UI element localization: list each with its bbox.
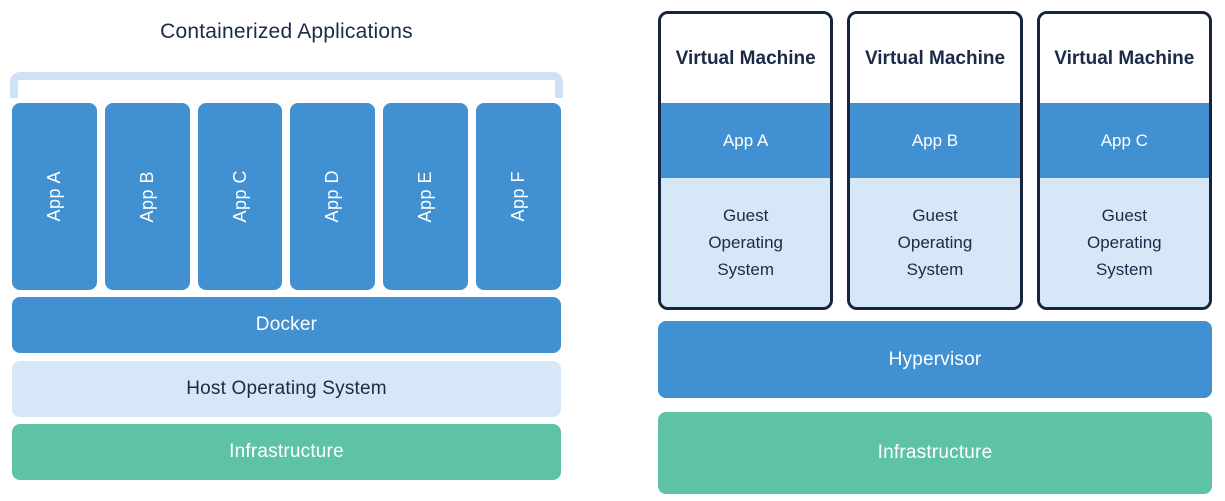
container-app-c-label: App C bbox=[229, 170, 250, 223]
hypervisor-layer: Hypervisor bbox=[658, 321, 1212, 398]
vm-3-guest-os-section: Guest Operating System bbox=[1039, 178, 1209, 307]
container-app-c: App C bbox=[197, 103, 283, 290]
containers-title: Containerized Applications bbox=[160, 20, 413, 43]
container-app-f-label: App F bbox=[508, 171, 529, 222]
vm-1-guest-os-section: Guest Operating System bbox=[661, 178, 831, 307]
container-app-e-label: App E bbox=[415, 170, 436, 223]
vm-2-title: Virtual Machine bbox=[850, 14, 1020, 103]
container-app-d: App D bbox=[290, 103, 376, 290]
container-app-d-label: App D bbox=[322, 170, 343, 223]
containers-diagram: Containerized Applications App A App B A… bbox=[10, 0, 563, 501]
vm-3-app-section: App C bbox=[1039, 103, 1209, 178]
container-app-a: App A bbox=[12, 103, 97, 290]
vm-box-3: Virtual Machine App C Guest Operating Sy… bbox=[1036, 11, 1212, 310]
container-app-row: App A App B App C App D App E App F bbox=[12, 103, 561, 290]
container-group-bracket bbox=[10, 72, 563, 98]
container-app-f: App F bbox=[476, 103, 561, 290]
vm-box-2: Virtual Machine App B Guest Operating Sy… bbox=[847, 11, 1023, 310]
container-app-a-label: App A bbox=[43, 171, 64, 222]
vms-diagram: Virtual Machine App A Guest Operating Sy… bbox=[658, 0, 1212, 501]
vm-2-guest-os-section: Guest Operating System bbox=[850, 178, 1020, 307]
vm-2-app-section: App B bbox=[850, 103, 1020, 178]
vm-row: Virtual Machine App A Guest Operating Sy… bbox=[658, 11, 1212, 310]
container-app-b-label: App B bbox=[136, 170, 157, 223]
vm-1-title: Virtual Machine bbox=[661, 14, 831, 103]
vm-3-title: Virtual Machine bbox=[1039, 14, 1209, 103]
container-app-e: App E bbox=[383, 103, 469, 290]
infrastructure-layer-left: Infrastructure bbox=[12, 424, 561, 480]
vm-box-1: Virtual Machine App A Guest Operating Sy… bbox=[658, 11, 834, 310]
infrastructure-layer-right: Infrastructure bbox=[658, 412, 1212, 494]
docker-layer: Docker bbox=[12, 297, 561, 353]
vm-1-app-section: App A bbox=[661, 103, 831, 178]
host-os-layer: Host Operating System bbox=[12, 361, 561, 417]
container-app-b: App B bbox=[104, 103, 190, 290]
